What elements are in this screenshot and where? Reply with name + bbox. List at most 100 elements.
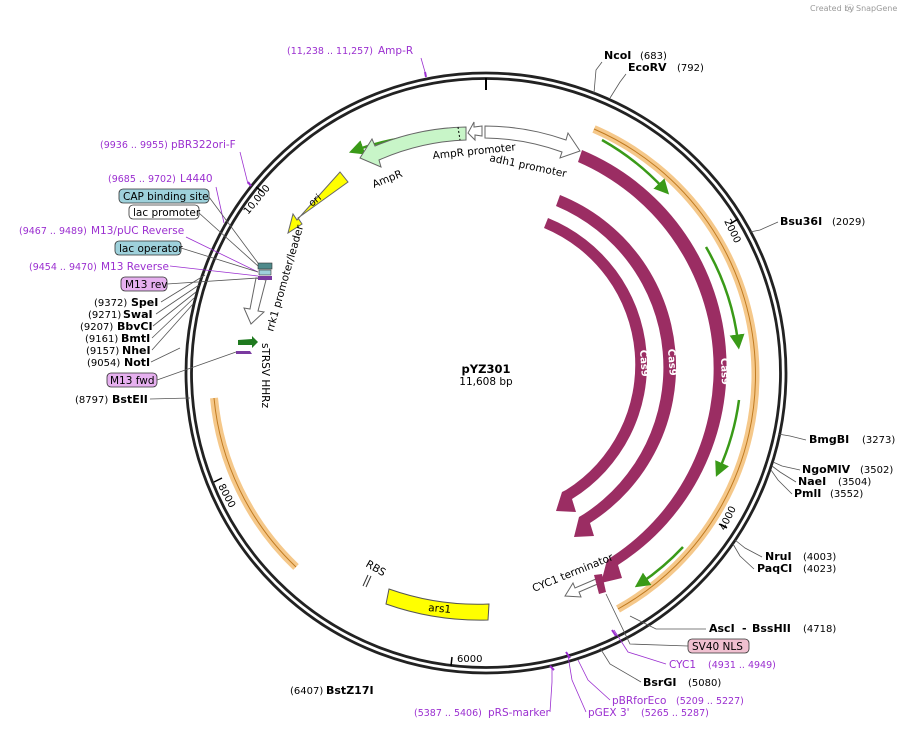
nrui-name: NruI bbox=[765, 550, 792, 563]
bsteii-leader bbox=[149, 397, 191, 400]
pbrforeco-primer-name: pBRforEco bbox=[612, 695, 666, 707]
noti-name: NotI bbox=[124, 356, 150, 369]
m13-rev-leader bbox=[166, 277, 259, 285]
ngomiv-pos: (3502) bbox=[860, 465, 893, 476]
green-arrow-1 bbox=[601, 138, 670, 195]
pmli-pos: (3552) bbox=[830, 489, 863, 500]
cas9-label-outer: Cas9 bbox=[718, 358, 730, 385]
paqci-leader bbox=[732, 543, 755, 570]
adh1-promoter-label: adh1 promoter bbox=[488, 152, 568, 180]
bmgbi-name: BmgBI bbox=[809, 433, 849, 446]
m13-fwd-label: M13 fwd bbox=[110, 375, 155, 387]
bsshii-name: BssHII bbox=[752, 622, 791, 635]
ngomiv-leader bbox=[772, 461, 801, 471]
noti-leader bbox=[150, 347, 181, 363]
green-arrow-2 bbox=[704, 246, 745, 350]
swai-name: SwaI bbox=[123, 308, 153, 321]
ncoi-leader bbox=[593, 61, 603, 94]
m13r-primer-pos: (9454 .. 9470) bbox=[29, 262, 97, 273]
green-arrow-3 bbox=[715, 399, 741, 477]
ecorv-pos: (792) bbox=[677, 63, 704, 74]
cyc1-primer-pos: (4931 .. 4949) bbox=[708, 660, 776, 671]
pmli-leader bbox=[770, 469, 793, 495]
tick-label-6000: 6000 bbox=[457, 654, 482, 665]
ampr-primer-pos: (11,238 .. 11,257) bbox=[287, 46, 373, 57]
paqci-pos: (4023) bbox=[803, 564, 836, 575]
cyc1-terminator-arrow bbox=[564, 578, 601, 598]
m13puc-primer-leader bbox=[185, 236, 259, 273]
credit-text: Created by bbox=[810, 4, 854, 13]
ars1-feature bbox=[385, 588, 490, 621]
snapgene-logo-icon: ⓢ bbox=[846, 4, 854, 13]
m13-fwd-leader bbox=[156, 351, 237, 381]
bmgbi-leader bbox=[777, 433, 807, 441]
pbr322-primer-leader bbox=[239, 151, 249, 185]
nrui-leader bbox=[734, 539, 763, 558]
pmli-name: PmlI bbox=[794, 487, 821, 500]
pgex-primer-name: pGEX 3' bbox=[588, 707, 630, 719]
bstz17i-pos: (6407) bbox=[290, 686, 323, 697]
asci-name: AscI bbox=[709, 622, 735, 635]
cap-binding-site-box bbox=[118, 188, 210, 204]
paqci-name: PaqCI bbox=[757, 562, 792, 575]
ampr-primer-mark bbox=[424, 71, 427, 78]
credit-brand: SnapGene bbox=[856, 4, 897, 13]
m13r-primer-name: M13 Reverse bbox=[101, 261, 169, 273]
nhei-leader bbox=[151, 303, 194, 351]
pbrforeco-primer-leader bbox=[577, 659, 611, 701]
ampr-label: AmpR bbox=[371, 168, 405, 191]
bsteii-pos: (8797) bbox=[75, 395, 108, 406]
bsteii-name: BstEII bbox=[112, 393, 148, 406]
rbs-mark-a bbox=[362, 574, 369, 587]
tick-8000 bbox=[213, 477, 223, 483]
bsrgi-name: BsrGI bbox=[643, 676, 676, 689]
rbs-mark-b bbox=[365, 575, 372, 588]
lac-operator-label: lac operator bbox=[119, 243, 183, 255]
green-arrow-4 bbox=[634, 546, 684, 588]
prs-primer-pos: (5387 .. 5406) bbox=[414, 708, 482, 719]
m13puc-primer-pos: (9467 .. 9489) bbox=[19, 226, 87, 237]
ngomiv-name: NgoMIV bbox=[802, 463, 851, 476]
pgex-primer-pos: (5265 .. 5287) bbox=[641, 708, 709, 719]
bbvci-name: BbvCI bbox=[117, 320, 153, 333]
bsrgi-pos: (5080) bbox=[688, 678, 721, 689]
ars1-label: ars1 bbox=[428, 602, 452, 616]
strsv-label: sTRSV HHRz bbox=[259, 343, 271, 408]
bmti-pos: (9161) bbox=[85, 334, 118, 345]
ampr-primer-name: Amp-R bbox=[378, 45, 413, 57]
ampr-arrow bbox=[359, 126, 467, 168]
pgex-primer-mark bbox=[565, 651, 571, 659]
lac-operator-mark bbox=[258, 269, 272, 276]
bsu36i-name: Bsu36I bbox=[780, 215, 822, 228]
l4440-primer-pos: (9685 .. 9702) bbox=[108, 174, 176, 185]
strsv-arrow bbox=[238, 336, 258, 348]
nhei-pos: (9157) bbox=[86, 346, 119, 357]
m13r-primer-leader bbox=[169, 265, 259, 277]
lac-operator-leader bbox=[180, 247, 259, 273]
cap-leader bbox=[208, 196, 259, 264]
tick-6000 bbox=[450, 656, 453, 667]
ori-arrow bbox=[287, 171, 349, 235]
bstz17i-name: BstZ17I bbox=[326, 684, 374, 697]
lac-promoter-label: lac promoter bbox=[133, 207, 201, 219]
cas9-arc-outer bbox=[578, 150, 727, 583]
bbvci-leader bbox=[152, 291, 197, 327]
ncoi-pos: (683) bbox=[640, 51, 667, 62]
cap-site-mark bbox=[257, 262, 273, 270]
sv40-leader bbox=[605, 593, 689, 647]
ecorv-leader bbox=[609, 73, 627, 99]
prs-primer-name: pRS-marker bbox=[488, 707, 551, 719]
ampr-primer-leader bbox=[420, 57, 426, 73]
sv40-mark bbox=[594, 574, 606, 594]
nrui-pos: (4003) bbox=[803, 552, 836, 563]
m13-rev-label: M13 rev bbox=[125, 279, 168, 291]
swai-leader bbox=[155, 284, 200, 315]
cyc1-primer-mark bbox=[611, 629, 617, 637]
cyc1-primer-name: CYC1 bbox=[669, 659, 696, 671]
noti-pos: (9054) bbox=[87, 358, 120, 369]
lac-promoter-leader bbox=[198, 212, 259, 267]
pbr322-primer-name: pBR322ori-F bbox=[171, 139, 236, 151]
plasmid-name: pYZ301 bbox=[462, 362, 511, 376]
bmti-name: BmtI bbox=[121, 332, 150, 345]
